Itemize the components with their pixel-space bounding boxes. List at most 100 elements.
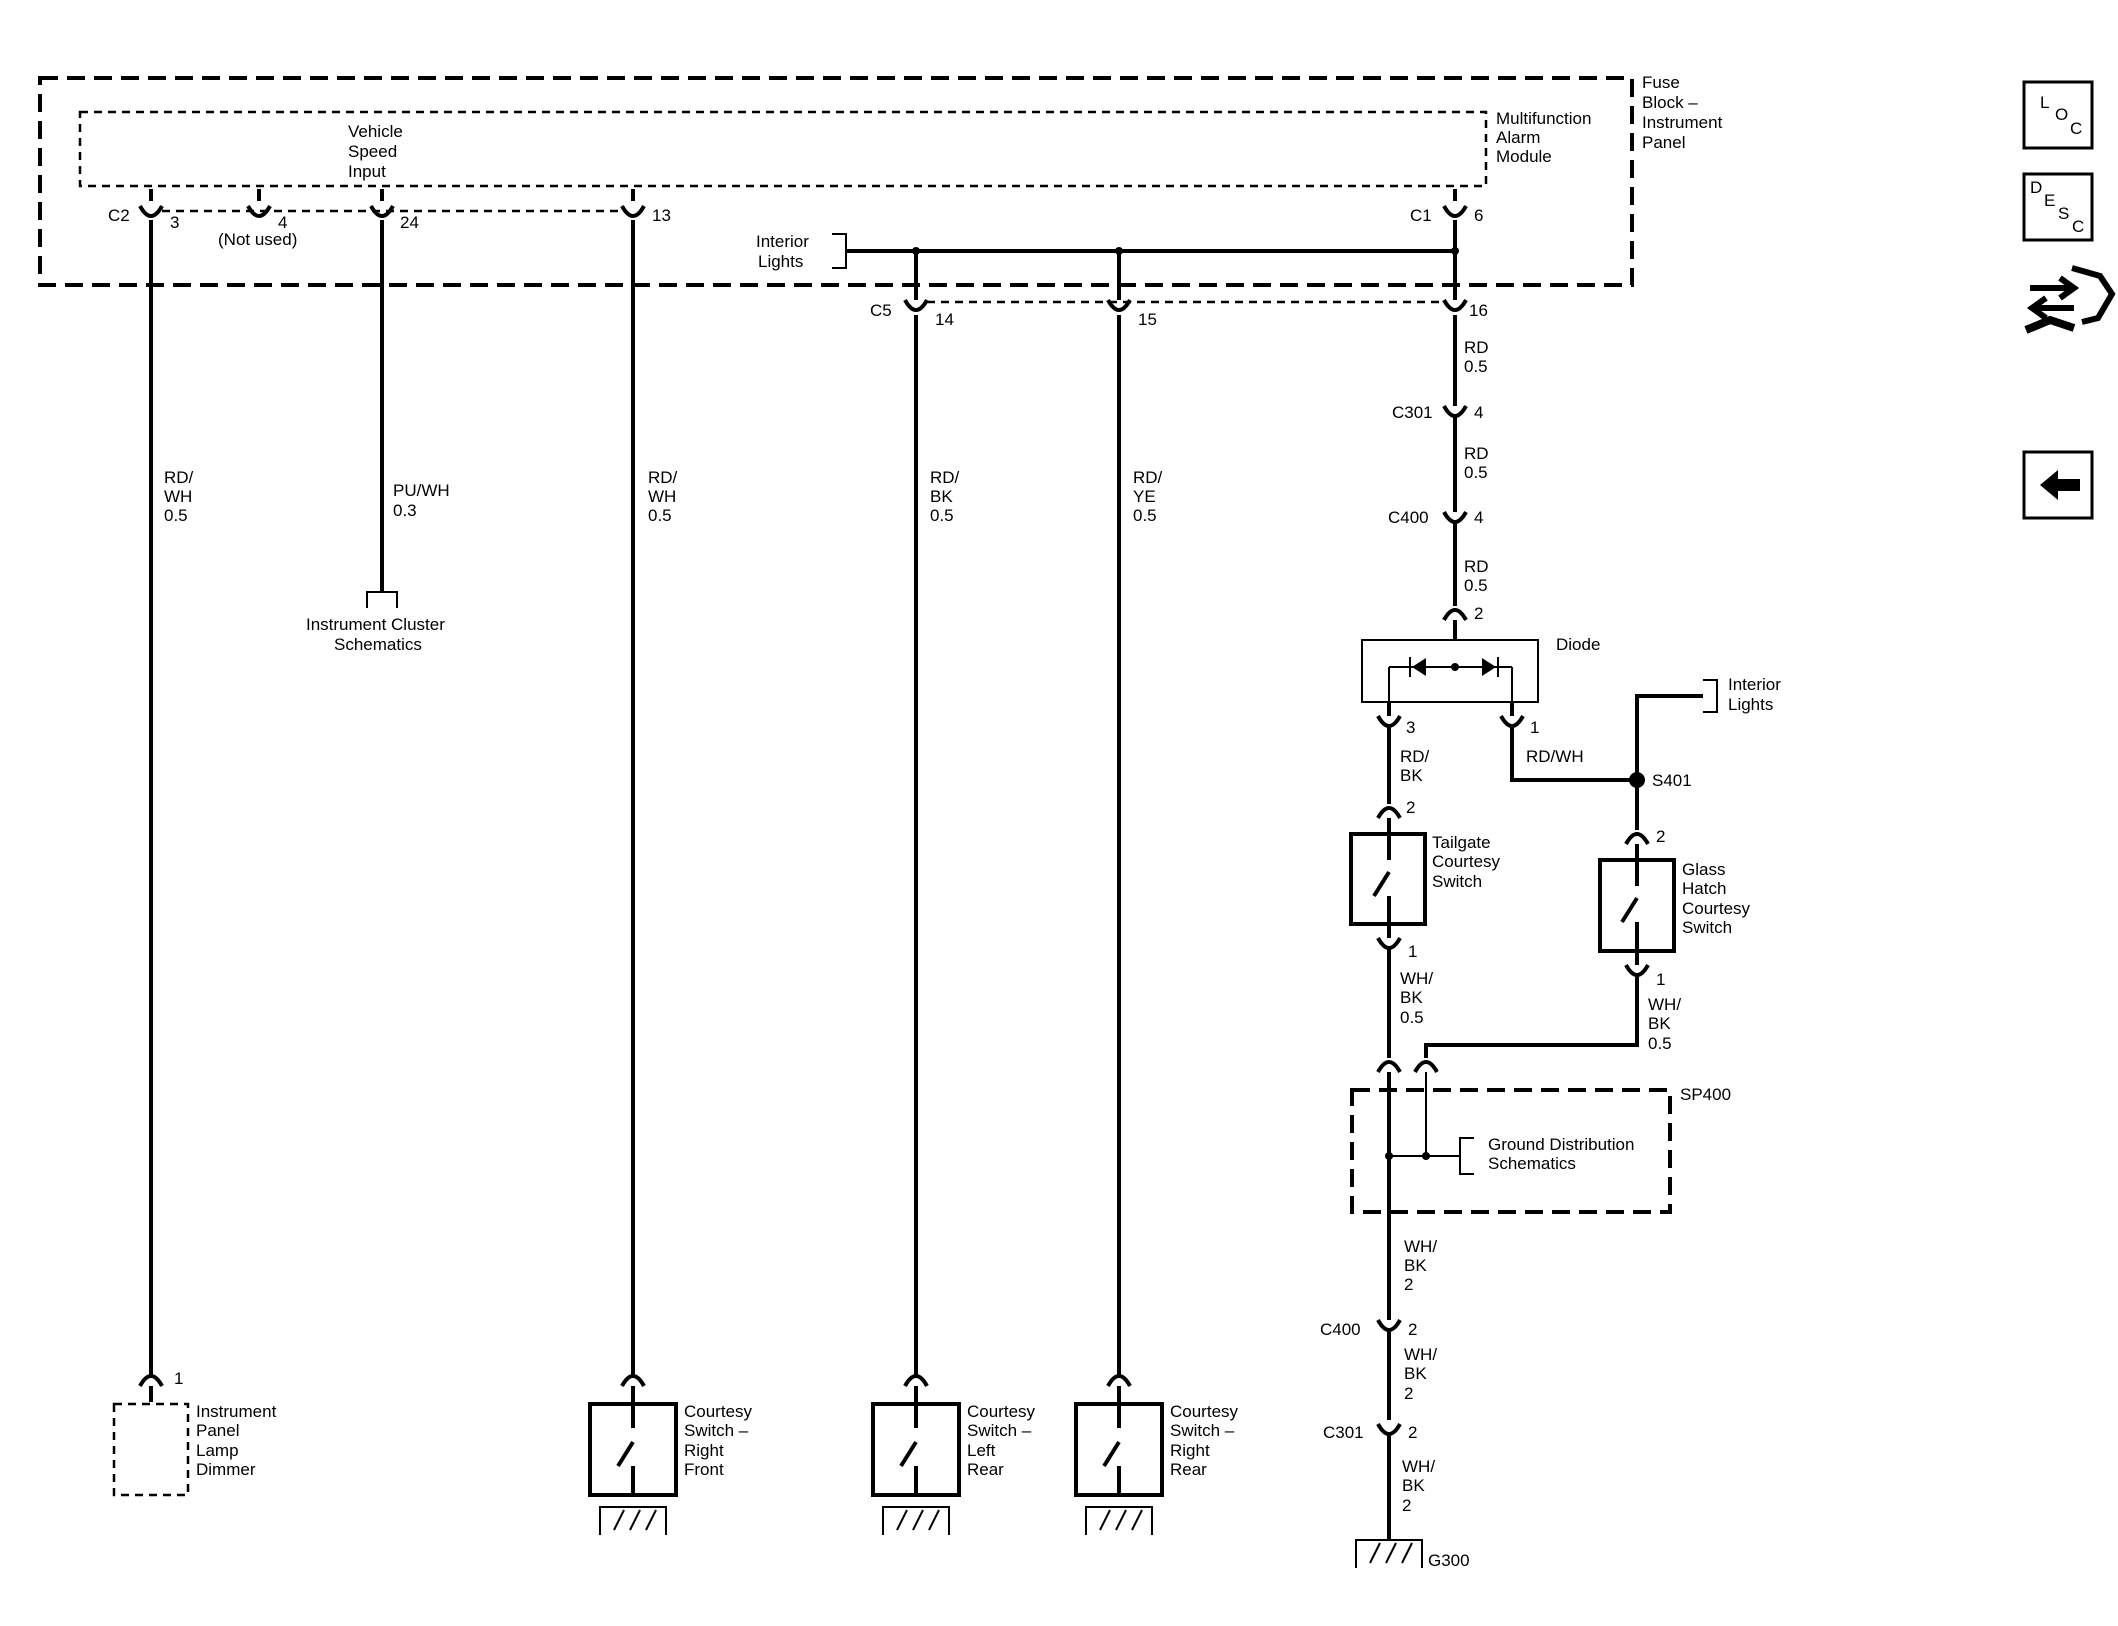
connector-c2-pin4: 4 (Not used) [218, 189, 297, 249]
wire-label-pu-wh: PU/WH 0.3 [393, 481, 450, 520]
wire-label: WH [164, 487, 192, 506]
courtesy-switch-right-front [588, 1374, 678, 1535]
ipld-label: Instrument Panel Lamp Dimmer [196, 1402, 277, 1479]
connector-c400-pin2: C400 2 [1320, 1318, 1417, 1339]
wire-label: BK [1400, 988, 1423, 1007]
desc-button[interactable]: D E S C [2022, 172, 2094, 242]
pin-label: 13 [652, 206, 671, 225]
wire-label: WH/ [1404, 1237, 1437, 1256]
interior-lights-right-ref [1703, 679, 1718, 713]
tailgate-label-line: Switch [1432, 872, 1482, 891]
wire-label-rd-2: RD 0.5 [1464, 444, 1489, 482]
connector-c301-pin4: C301 4 [1392, 392, 1483, 422]
wire-label-rd-bk-2: RD/ BK [1400, 747, 1430, 785]
desc-letter: C [2072, 217, 2084, 236]
courtesy-switch-left-rear [871, 1374, 961, 1535]
wire-label: RD/ [1400, 747, 1430, 766]
connector-c2-pin24: 24 [369, 189, 419, 232]
ipld-label-line: Instrument [196, 1402, 277, 1421]
wire-label: PU/WH [393, 481, 450, 500]
ground-distribution-label: Ground Distribution Schematics [1488, 1135, 1634, 1173]
wire-label-wh-bk-5: WH/ BK 2 [1402, 1457, 1435, 1515]
csrr-label-line: Switch – [1170, 1421, 1235, 1440]
csrr-label: Courtesy Switch – Right Rear [1170, 1402, 1239, 1479]
sp400-connectors [1376, 1060, 1439, 1074]
wire-label-rd-bk: RD/ BK 0.5 [930, 468, 960, 525]
tailgate-label: Tailgate Courtesy Switch [1432, 833, 1501, 891]
desc-letter: D [2030, 178, 2042, 197]
connector-c1-pin6: C1 6 [1410, 189, 1483, 225]
pin-label: 15 [1138, 310, 1157, 329]
wire-wh-bk-glass-hatch [1424, 975, 1639, 1058]
pin-label: 24 [400, 213, 419, 232]
back-button[interactable] [2022, 450, 2094, 520]
ground-distribution-label-line: Schematics [1488, 1154, 1576, 1173]
connector-label: C400 [1388, 508, 1429, 527]
pin-label: 16 [1469, 301, 1488, 320]
interior-lights-label: Lights [1728, 695, 1773, 714]
wire-label: BK [1404, 1364, 1427, 1383]
pin-label: 1 [1408, 942, 1417, 961]
mam-label-line: Module [1496, 147, 1552, 166]
pin-label: 6 [1474, 206, 1483, 225]
wire-label: 0.5 [1133, 506, 1157, 525]
multifunction-alarm-module-outline [78, 110, 1488, 188]
connector-c2-pin3: C2 3 [108, 189, 179, 232]
wire-label: 0.5 [930, 506, 954, 525]
wire-label: 2 [1404, 1384, 1413, 1403]
csrf-label-line: Front [684, 1460, 724, 1479]
sp400-label: SP400 [1680, 1085, 1731, 1104]
connector-glass-pin2: 2 [1624, 827, 1665, 860]
tailgate-label-line: Courtesy [1432, 852, 1501, 871]
ground-distribution-ref-bracket [1459, 1137, 1474, 1175]
desc-letter: E [2044, 191, 2055, 210]
vehicle-speed-label-line: Speed [348, 142, 397, 161]
wire-label: 0.5 [164, 506, 188, 525]
glass-hatch-label-line: Hatch [1682, 879, 1726, 898]
connector-label: C301 [1323, 1423, 1364, 1442]
wire-label: BK [1404, 1256, 1427, 1275]
mam-label: Multifunction Alarm Module [1496, 109, 1591, 166]
wire-rd-wh-s401 [1510, 726, 1637, 782]
pin-label: 2 [1656, 827, 1665, 846]
wire-label: BK [1648, 1014, 1671, 1033]
mam-label-line: Multifunction [1496, 109, 1591, 128]
mam-label-line: Alarm [1496, 128, 1540, 147]
instrument-panel-lamp-dimmer-box [112, 1402, 190, 1497]
connector-diode-pin2: 2 [1442, 604, 1483, 640]
wire-label: BK [1400, 766, 1423, 785]
wire-label: RD/ [1133, 468, 1163, 487]
wire-label: BK [930, 487, 953, 506]
splice-dot [1422, 1152, 1430, 1160]
wire-sp400-branch [1389, 1072, 1427, 1157]
vehicle-speed-label-line: Input [348, 162, 386, 181]
wire-label: WH/ [1400, 969, 1433, 988]
wire-label: WH/ [1402, 1457, 1435, 1476]
pin-label: 2 [1474, 604, 1483, 623]
connector-c400-pin4: C400 4 [1388, 498, 1483, 527]
loc-button[interactable]: L O C [2022, 80, 2094, 150]
instrument-cluster-label-line: Instrument Cluster [306, 615, 445, 634]
instrument-cluster-label-line: Schematics [334, 635, 422, 654]
pin-label: 2 [1408, 1320, 1417, 1339]
csrf-label: Courtesy Switch – Right Front [684, 1402, 753, 1479]
ipld-label-line: Panel [196, 1421, 239, 1440]
wire-label: WH/ [1404, 1345, 1437, 1364]
wire-label: 0.5 [648, 506, 672, 525]
pin-label: 3 [1406, 718, 1415, 737]
glass-hatch-courtesy-switch [1598, 858, 1676, 953]
cslr-label-line: Switch – [967, 1421, 1032, 1440]
desc-letter: S [2058, 204, 2069, 223]
pin-label: 2 [1408, 1423, 1417, 1442]
ground-distribution-label-line: Ground Distribution [1488, 1135, 1634, 1154]
glass-hatch-label-line: Glass [1682, 860, 1725, 879]
vehicle-speed-label-line: Vehicle [348, 122, 403, 141]
cslr-label-line: Rear [967, 1460, 1004, 1479]
pin-label: 14 [935, 310, 954, 329]
wire-label: 0.3 [393, 501, 417, 520]
repair-tools-icon[interactable] [2024, 265, 2116, 334]
interior-lights-label: Interior [756, 232, 809, 251]
loc-letter: O [2055, 105, 2068, 124]
csrf-label-line: Right [684, 1441, 724, 1460]
ground-g300-symbol [1355, 1539, 1423, 1568]
